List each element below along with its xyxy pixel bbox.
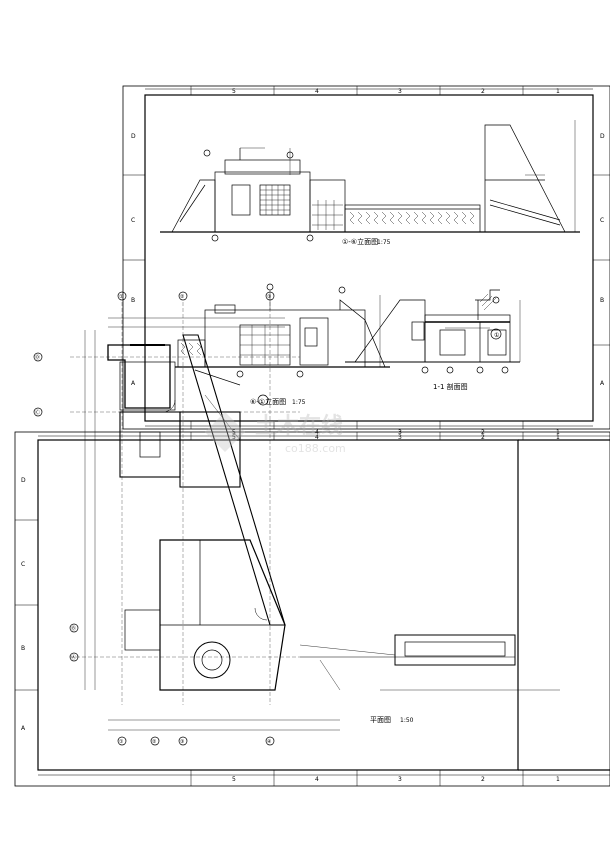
axis-bottom-2: ② [152, 739, 157, 745]
bottom-col-label-1: 1 [556, 434, 560, 441]
plan-scale: 1:50 [400, 717, 414, 724]
section-1-1-drawing [345, 296, 521, 374]
top-right-row-label-c: C [600, 217, 604, 224]
plan-title: 平面图 [370, 716, 391, 724]
axis-bottom-3: ③ [180, 739, 184, 745]
watermark: 土木在线 co188.com [205, 412, 346, 455]
watermark-logo-icon [205, 412, 245, 452]
axis-top-1: ① [119, 294, 124, 300]
bottom-col-label-2: 2 [481, 434, 485, 441]
detail-marker: ① [494, 332, 499, 339]
bottom-sheet-labels: 5 4 3 2 1 5 4 3 2 1 D C B A [21, 434, 560, 783]
axis-left-b: Ⓑ [71, 625, 76, 632]
top-row-label-d: D [131, 133, 136, 140]
bottom-foot-col-label-1: 1 [556, 776, 560, 783]
top-row-label-b: B [131, 297, 135, 304]
top-bottom-col-label-4: 4 [315, 429, 319, 436]
bottom-row-label-a: A [21, 725, 26, 732]
top-row-label-a: A [131, 380, 136, 387]
axis-left-d: Ⓓ [35, 354, 40, 361]
axis-bottom-4: ④ [267, 739, 272, 745]
axis-top-3: ③ [267, 294, 271, 300]
elevation-1-title: ①-⑥立面图 [342, 237, 378, 246]
top-col-label-2: 2 [481, 88, 485, 95]
axis-labels: ① ② ③ ① ② ③ ④ Ⓓ Ⓒ Ⓑ Ⓐ [35, 294, 272, 745]
top-right-row-label-b: B [600, 297, 604, 304]
watermark-main: 土木在线 [255, 413, 343, 439]
elevation-2-scale: 1:75 [292, 399, 306, 406]
axis-top-2: ② [180, 294, 185, 300]
bottom-foot-col-label-3: 3 [398, 776, 402, 783]
top-col-label-4: 4 [315, 88, 319, 95]
bottom-foot-col-label-5: 5 [232, 776, 236, 783]
bottom-row-label-d: D [21, 477, 26, 484]
elevation-1-scale: 1:75 [377, 239, 391, 246]
top-bottom-col-label-2: 2 [481, 429, 485, 436]
bottom-foot-col-label-4: 4 [315, 776, 319, 783]
axis-bottom-1: ① [119, 739, 124, 745]
elevation-2-title: ⑥-①立面图 [250, 397, 286, 406]
top-sheet-labels: 5 4 3 2 1 5 4 3 2 1 D C B A D C B A [131, 88, 605, 436]
top-col-label-5: 5 [232, 88, 236, 95]
bottom-col-label-4: 4 [315, 434, 319, 441]
elevation-1-drawing [160, 120, 580, 242]
axis-left-a: Ⓐ [71, 654, 76, 661]
top-row-label-c: C [131, 217, 135, 224]
bottom-sheet [14, 431, 610, 787]
top-bottom-col-label-1: 1 [556, 429, 560, 436]
watermark-sub: co188.com [285, 442, 346, 455]
bottom-col-label-3: 3 [398, 434, 402, 441]
top-right-row-label-a: A [600, 380, 605, 387]
axis-left-c: Ⓒ [35, 409, 40, 416]
top-right-row-label-d: D [600, 133, 605, 140]
bottom-row-label-b: B [21, 645, 25, 652]
bottom-row-label-c: C [21, 561, 25, 568]
bottom-foot-col-label-2: 2 [481, 776, 485, 783]
section-title: 1-1 剖面图 [433, 382, 468, 391]
floor-plan-drawing [33, 291, 560, 746]
bottom-col-label-5: 5 [232, 434, 236, 441]
top-bottom-col-label-3: 3 [398, 429, 402, 436]
top-col-label-1: 1 [556, 88, 560, 95]
top-sheet [122, 85, 610, 430]
top-col-label-3: 3 [398, 88, 402, 95]
elevation-2-drawing [175, 283, 502, 406]
